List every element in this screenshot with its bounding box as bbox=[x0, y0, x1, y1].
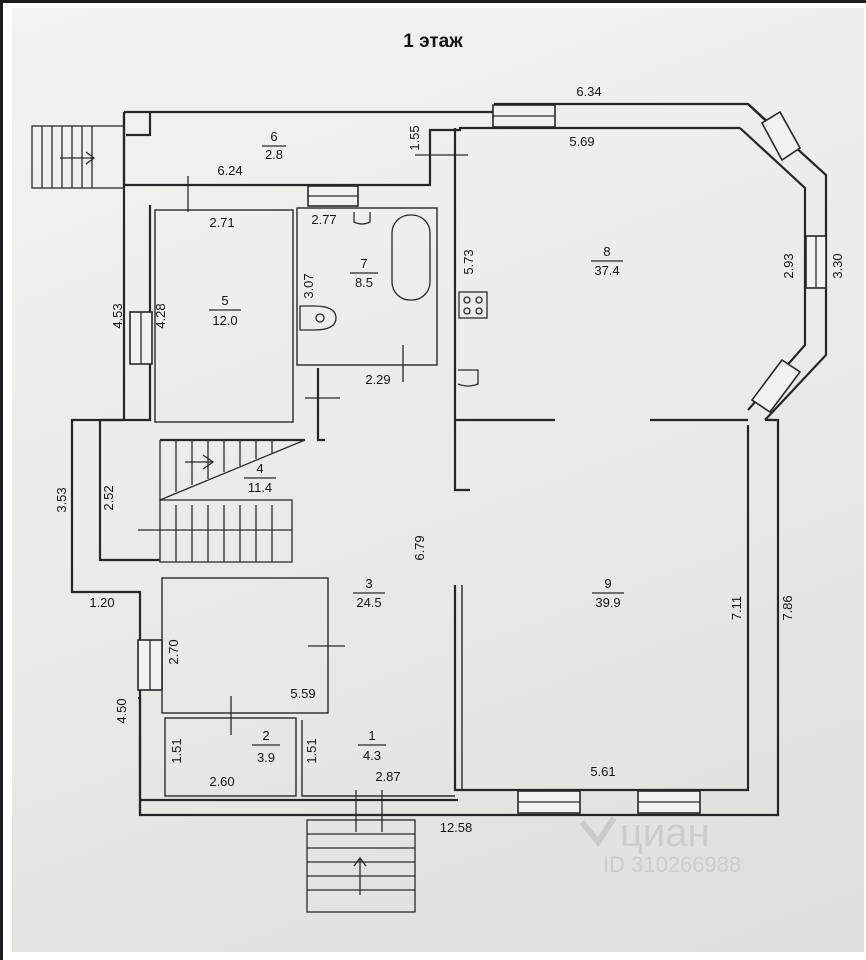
steps-top-left-outline bbox=[31, 125, 125, 189]
dim-label: 4.53 bbox=[110, 303, 125, 328]
dim-label: 2.87 bbox=[375, 769, 400, 784]
room-8-area: 37.4 bbox=[594, 263, 619, 278]
dim-label: 3.30 bbox=[830, 253, 845, 278]
steps-bottom-outline bbox=[306, 819, 416, 913]
dim-label: 2.60 bbox=[209, 774, 234, 789]
room-5-number: 5 bbox=[221, 293, 228, 308]
cian-logo-icon bbox=[579, 816, 617, 848]
burner-icon bbox=[475, 296, 483, 304]
dim-label: 4.28 bbox=[153, 303, 168, 328]
frame-top-border bbox=[0, 0, 866, 3]
steps-arrow-head bbox=[353, 856, 367, 867]
dim-label: 2.77 bbox=[311, 212, 336, 227]
watermark-id: ID 310266988 bbox=[603, 852, 741, 877]
room-3-number: 3 bbox=[365, 576, 372, 591]
dim-label: 6.24 bbox=[217, 163, 242, 178]
doors bbox=[187, 154, 468, 832]
dim-label: 2.70 bbox=[166, 639, 181, 664]
window-bay-top bbox=[760, 110, 802, 162]
dim-label: 3.07 bbox=[301, 273, 316, 298]
frame-left-border bbox=[0, 0, 3, 960]
room7-outline bbox=[296, 207, 438, 366]
dim-label: 3.53 bbox=[54, 487, 69, 512]
burner-icon bbox=[463, 296, 471, 304]
wall-top bbox=[124, 102, 766, 121]
sink-icon bbox=[353, 212, 371, 225]
wall-right-inner bbox=[468, 425, 750, 792]
room-6-area: 2.8 bbox=[265, 147, 283, 162]
steps-arrow-head bbox=[85, 151, 96, 165]
floor-title: 1 этаж bbox=[403, 31, 463, 52]
room-2-area: 3.9 bbox=[257, 750, 275, 765]
room-7-area: 8.5 bbox=[355, 275, 373, 290]
wall-room9-left bbox=[453, 585, 468, 792]
burner-icon bbox=[475, 307, 483, 315]
dim-label: 1.20 bbox=[89, 595, 114, 610]
dim-label: 7.11 bbox=[729, 596, 744, 620]
burner-icon bbox=[463, 307, 471, 315]
toilet-bowl-icon bbox=[315, 313, 325, 323]
dim-label: 6.79 bbox=[412, 535, 427, 560]
wall-hall-top bbox=[316, 368, 325, 442]
dimension-labels: 6.34 5.69 1.55 6.24 2.71 2.77 5.73 3.07 … bbox=[54, 84, 845, 835]
stair-upper-outline bbox=[159, 439, 306, 501]
dim-label: 5.61 bbox=[590, 764, 615, 779]
dim-label: 2.52 bbox=[101, 485, 116, 510]
dim-label: 2.29 bbox=[365, 372, 390, 387]
interior-stair bbox=[138, 439, 306, 563]
dim-label: 1.55 bbox=[407, 125, 422, 150]
stair-lower-outline bbox=[159, 499, 293, 563]
wall-room8-left bbox=[453, 128, 470, 492]
toilet-icon bbox=[299, 305, 337, 331]
wall-left-outer bbox=[70, 112, 142, 815]
dim-label: 5.59 bbox=[290, 686, 315, 701]
dim-label: 5.73 bbox=[461, 249, 476, 274]
dim-label: 6.34 bbox=[576, 84, 601, 99]
interior-walls bbox=[98, 128, 748, 802]
room-1-number: 1 bbox=[368, 728, 375, 743]
wall-right-outer bbox=[470, 418, 780, 817]
room-labels: 6 2.8 7 8.5 8 37.4 5 12.0 4 11.4 3 24.5 … bbox=[209, 129, 624, 765]
room-4-number: 4 bbox=[256, 461, 263, 476]
dim-label: 7.86 bbox=[780, 595, 795, 620]
entrance-steps-bottom bbox=[306, 819, 416, 913]
dim-label: 2.71 bbox=[209, 215, 234, 230]
watermark-brand: циан bbox=[620, 811, 710, 855]
kitchen-sink-icon bbox=[457, 369, 479, 387]
room-5-area: 12.0 bbox=[212, 313, 237, 328]
dim-label: 5.69 bbox=[569, 134, 594, 149]
room-2-number: 2 bbox=[262, 728, 269, 743]
wall-room6-notch bbox=[126, 112, 152, 137]
bathtub-icon bbox=[391, 214, 431, 301]
room-6-number: 6 bbox=[270, 129, 277, 144]
room1-outline bbox=[301, 720, 455, 797]
dim-label: 12.58 bbox=[440, 820, 473, 835]
room5-outline bbox=[154, 209, 294, 423]
room-7-number: 7 bbox=[360, 256, 367, 271]
dim-label: 2.93 bbox=[781, 253, 796, 278]
dim-label: 1.51 bbox=[304, 738, 319, 763]
watermark: циан ID 310266988 bbox=[579, 811, 741, 877]
dim-label: 1.51 bbox=[169, 738, 184, 763]
stove-icon bbox=[458, 291, 488, 319]
dim-label: 4.50 bbox=[114, 698, 129, 723]
paper-background bbox=[12, 8, 864, 952]
room-1-area: 4.3 bbox=[363, 748, 381, 763]
room-9-number: 9 bbox=[604, 576, 611, 591]
window-bay-bottom bbox=[750, 358, 802, 414]
fixtures bbox=[299, 212, 488, 387]
room-4-area: 11.4 bbox=[248, 480, 272, 495]
room-9-area: 39.9 bbox=[595, 595, 620, 610]
stair-arrow-head bbox=[202, 454, 215, 470]
room-3-area: 24.5 bbox=[356, 595, 381, 610]
windows bbox=[129, 104, 827, 814]
room-8-number: 8 bbox=[603, 244, 610, 259]
entrance-steps-top-left bbox=[31, 125, 125, 189]
